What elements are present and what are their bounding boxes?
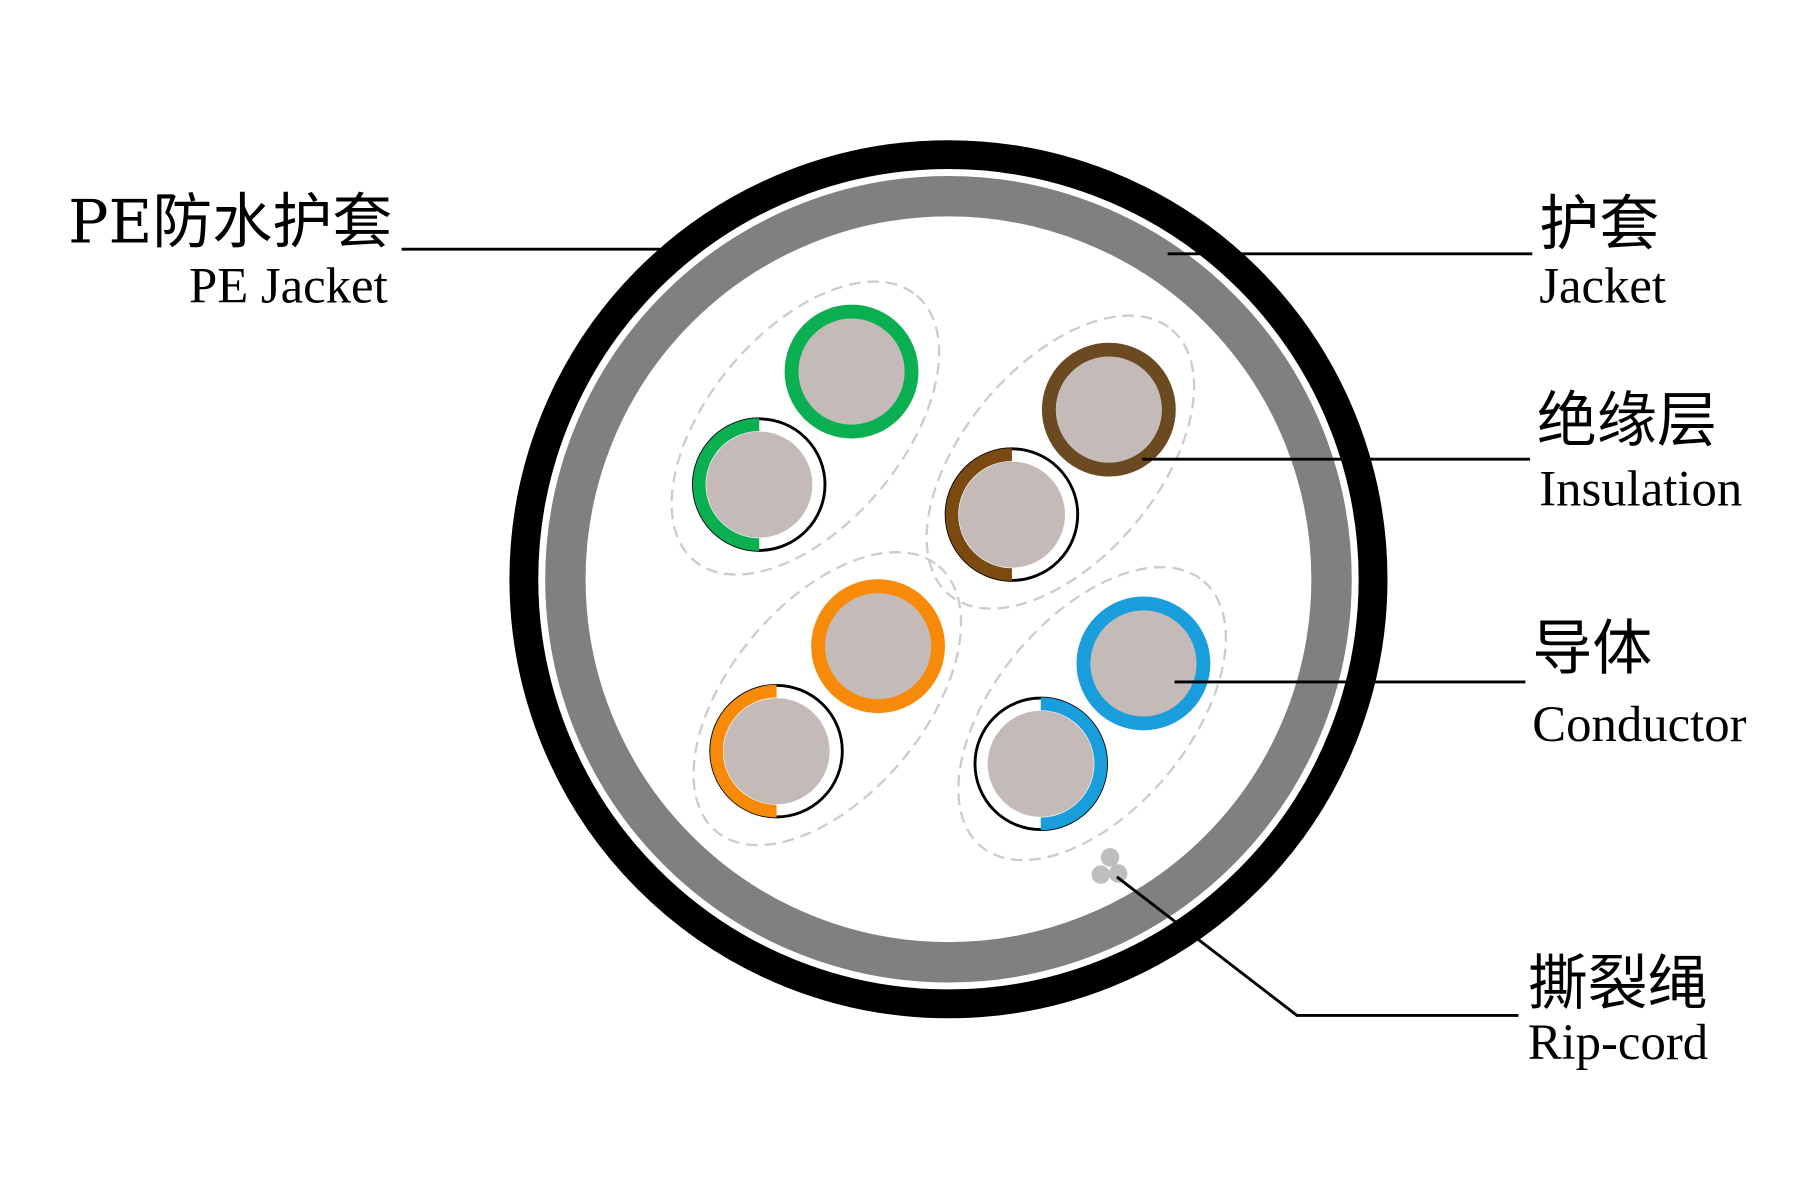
label-conductor-en: Conductor [1532,696,1746,752]
jacket-ring [545,175,1352,983]
pair-separator [692,551,963,847]
label-ripcord-en: Rip-cord [1528,1014,1708,1070]
solid-wire-insulation [811,579,945,714]
solid-wire-insulation [1076,596,1211,731]
twisted-pairs [670,280,1228,862]
label-conductor-zh: 导体 [1532,614,1652,684]
orange-pair [692,551,963,847]
half-wire-stripe [692,418,760,551]
blue-pair [957,566,1228,862]
conductor [958,461,1065,568]
green-pair [670,280,941,576]
conductor [723,698,830,805]
label-pe-jacket-en: PE Jacket [189,257,388,313]
half-wire-stripe [710,684,777,818]
pair-separator [925,314,1196,610]
half-wire-stripe [1040,697,1108,831]
conductor [987,710,1094,817]
ripcord [1091,848,1128,884]
label-pe-jacket-zh: PE防水护套 [68,187,392,257]
leader-ripcord [1116,875,1519,1017]
brown-pair [925,314,1196,610]
label-insulation-zh: 绝缘层 [1537,386,1717,456]
label-jacket-zh: 护套 [1539,190,1659,260]
label-ripcord-zh: 撕裂绳 [1528,949,1708,1019]
conductor [706,431,813,538]
solid-wire-insulation [784,304,919,439]
solid-wire-insulation [1041,342,1176,477]
half-wire-stripe [945,448,1013,581]
pe-jacket-ring [509,140,1388,1019]
label-jacket-en: Jacket [1539,257,1666,313]
label-insulation-en: Insulation [1539,460,1742,516]
